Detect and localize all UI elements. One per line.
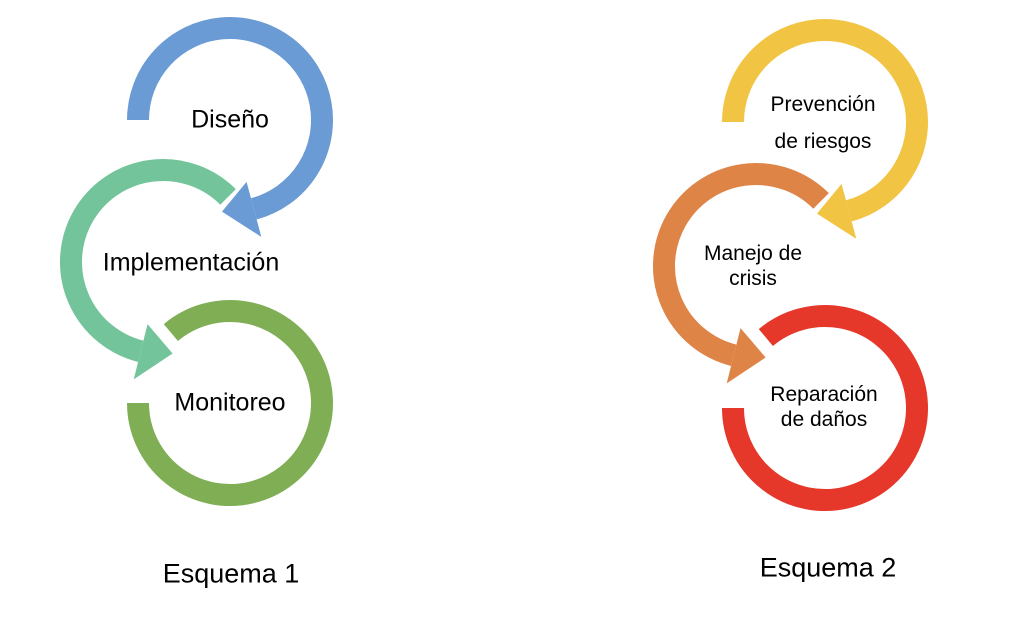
cycle-arc [127, 300, 333, 506]
step-label-line: de daños [780, 408, 868, 431]
step-label-line: Manejo de [703, 242, 803, 265]
step-label-prevencion: Prevención de riesgos [770, 92, 875, 154]
scheme-2-title: Esquema 2 [759, 552, 897, 583]
cycle-arc [127, 17, 333, 220]
step-label-manejo: Manejo de crisis [704, 241, 802, 291]
step-label-line: crisis [729, 267, 777, 290]
arrowhead-icon [726, 328, 766, 384]
cycle-arc [653, 163, 829, 366]
arrowhead-icon [133, 324, 173, 380]
cycle-arc [722, 19, 928, 222]
arrowhead-icon [221, 181, 262, 237]
step-label-diseno: Diseño [191, 105, 269, 134]
arrowhead-icon [816, 183, 857, 239]
scheme-1-title: Esquema 1 [162, 558, 300, 589]
step-label-line: Reparación [770, 383, 878, 406]
cycle-arc [60, 159, 236, 362]
step-label-line: de riesgos [774, 130, 872, 153]
step-label-line: Prevención [770, 93, 876, 116]
cycle-arc [722, 305, 928, 511]
step-label-reparacion: Reparación de daños [770, 382, 877, 432]
step-label-monitoreo: Monitoreo [174, 388, 286, 417]
step-label-implementacion: Implementación [102, 248, 280, 277]
